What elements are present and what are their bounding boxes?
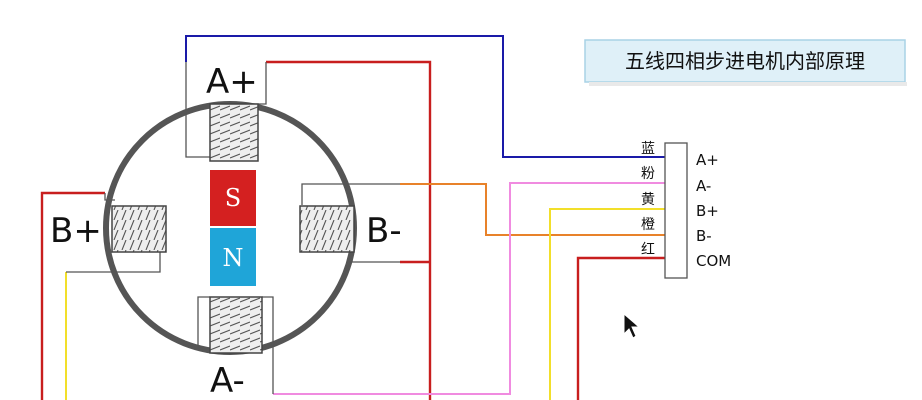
magnet-south: [210, 170, 256, 226]
wire-color-label-pink: 粉: [641, 166, 655, 182]
red-wire: [40, 60, 680, 400]
wire-color-label-red: 红: [641, 242, 655, 258]
magnet-north: [210, 228, 256, 286]
orange-wire: [400, 183, 680, 236]
terminal-label-a-minus: A-: [696, 177, 711, 195]
coil-leads: [66, 62, 400, 394]
terminal-label-b-plus: B+: [696, 202, 719, 220]
coil-b-minus: [299, 205, 355, 253]
title-box: [584, 39, 906, 83]
magnet-north-label: N: [223, 244, 244, 272]
magnet-south-label: S: [225, 184, 241, 212]
diagram-title: 五线四相步进电机内部原理: [625, 49, 865, 73]
terminal-label-b-minus: B-: [696, 227, 712, 245]
wire-color-label-blue: 蓝: [641, 141, 655, 157]
pole-label-a-minus: A-: [210, 361, 245, 400]
title-box-shadow: [589, 82, 907, 86]
yellow-wire: [65, 208, 680, 400]
wire-color-label-orange: 橙: [641, 217, 655, 233]
pole-label-a-plus: A+: [206, 62, 258, 102]
connector-block: [664, 142, 688, 279]
terminal-label-a-plus: A+: [696, 151, 719, 169]
pink-wire: [273, 182, 680, 395]
coil-a-minus: [209, 296, 263, 354]
mouse-cursor-icon: [623, 312, 641, 339]
coil-a-plus: [209, 103, 259, 162]
wire-color-label-yellow: 黄: [641, 191, 655, 208]
terminal-label-com: COM: [696, 252, 731, 270]
coil-b-plus: [111, 205, 167, 253]
blue-wire: [185, 35, 680, 158]
pole-label-b-minus: B-: [366, 211, 402, 251]
pole-label-b-plus: B+: [50, 211, 102, 251]
